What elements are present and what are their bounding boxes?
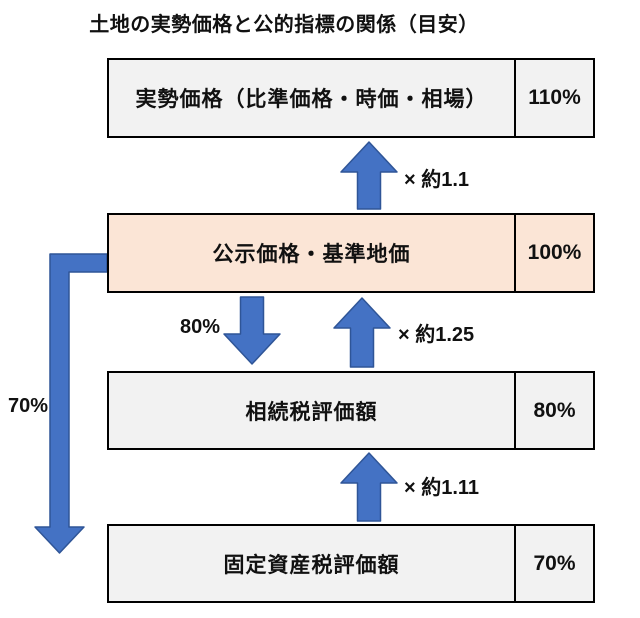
label-kotei-percent: 70% — [8, 395, 49, 417]
box-jissei-kakaku: 実勢価格（比準価格・時価・相場） 110% — [107, 58, 595, 138]
up-arrow-to-souzoku — [340, 452, 398, 522]
box-souzokuzei-value: 80% — [514, 373, 593, 448]
label-souzoku-percent: 80% — [180, 316, 221, 338]
box-jissei-label: 実勢価格（比準価格・時価・相場） — [135, 88, 488, 111]
box-kouji-value: 100% — [514, 215, 593, 291]
down-arrow-to-souzoku — [223, 296, 281, 365]
label-kouji-multiplier: × 約1.25 — [398, 324, 475, 346]
box-kouji-label: 公示価格・基準地価 — [212, 243, 411, 266]
box-souzokuzei: 相続税評価額 80% — [107, 371, 595, 450]
elbow-arrow-to-kotei — [34, 253, 108, 554]
up-arrow-to-kouji — [333, 297, 391, 368]
box-koteishisanzei: 固定資産税評価額 70% — [107, 524, 595, 603]
label-jissei-multiplier: × 約1.1 — [404, 169, 470, 191]
box-souzokuzei-label: 相続税評価額 — [245, 400, 378, 424]
label-souzoku-multiplier: × 約1.11 — [404, 477, 480, 499]
up-arrow-to-jissei — [340, 141, 398, 210]
box-koteishisanzei-label: 固定資産税評価額 — [223, 553, 400, 577]
box-kouji-kakaku: 公示価格・基準地価 100% — [107, 213, 595, 293]
box-koteishisanzei-value: 70% — [514, 526, 593, 601]
diagram-title: 土地の実勢価格と公的指標の関係（目安） — [89, 14, 479, 36]
box-jissei-value: 110% — [514, 60, 593, 136]
